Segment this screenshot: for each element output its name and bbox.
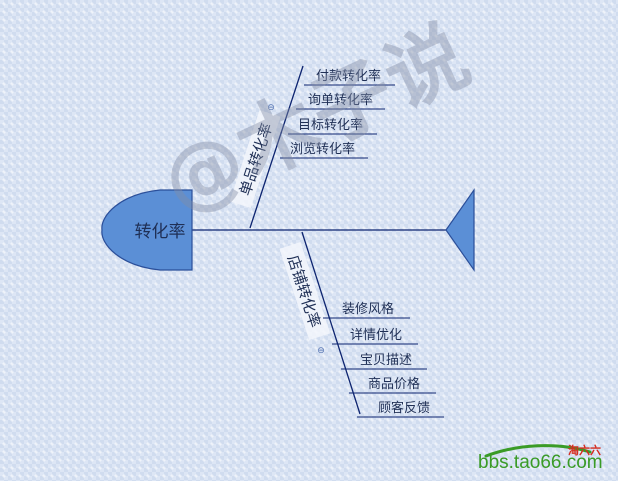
lower-bone-label[interactable]: 店铺转化率 [284,253,324,330]
svg-text:询单转化率: 询单转化率 [308,92,373,108]
svg-text:付款转化率: 付款转化率 [316,68,381,84]
svg-text:详情优化: 详情优化 [350,328,402,343]
lower-item[interactable]: 宝贝描述 [341,353,427,370]
upper-bone-label-bg [229,110,281,209]
upper-item[interactable]: 付款转化率 [304,68,395,86]
lower-bone-label-bg [279,242,331,341]
svg-text:宝贝描述: 宝贝描述 [360,353,412,368]
upper-item[interactable]: 浏览转化率 [280,141,368,159]
svg-text:商品价格: 商品价格 [368,376,420,392]
lower-item[interactable]: 商品价格 [349,376,436,394]
head-label: 转化率 [135,222,186,242]
upper-item[interactable]: 目标转化率 [288,117,377,135]
lower-bone-line [301,231,361,415]
site-logo[interactable]: 淘六六 bbs.tao66.com [478,444,608,476]
lower-item[interactable]: 详情优化 [332,328,418,345]
upper-bone-line [249,65,304,229]
fish-tail[interactable] [445,188,475,272]
svg-text:目标转化率: 目标转化率 [298,117,363,133]
lower-item[interactable]: 装修风格 [323,301,410,319]
lower-item[interactable]: 顾客反馈 [357,400,444,418]
upper-item[interactable]: 询单转化率 [296,92,385,110]
svg-text:装修风格: 装修风格 [342,301,394,317]
svg-text:浏览转化率: 浏览转化率 [290,141,355,157]
upper-collapse-icon[interactable]: ⊖ [267,103,275,113]
logo-swoosh-icon [484,444,592,458]
svg-text:顾客反馈: 顾客反馈 [378,400,430,416]
site-logo-text: bbs.tao66.com [478,452,603,473]
lower-collapse-icon[interactable]: ⊖ [317,346,325,356]
fish-head[interactable] [101,189,193,271]
site-logo-tag: 淘六六 [568,444,601,457]
